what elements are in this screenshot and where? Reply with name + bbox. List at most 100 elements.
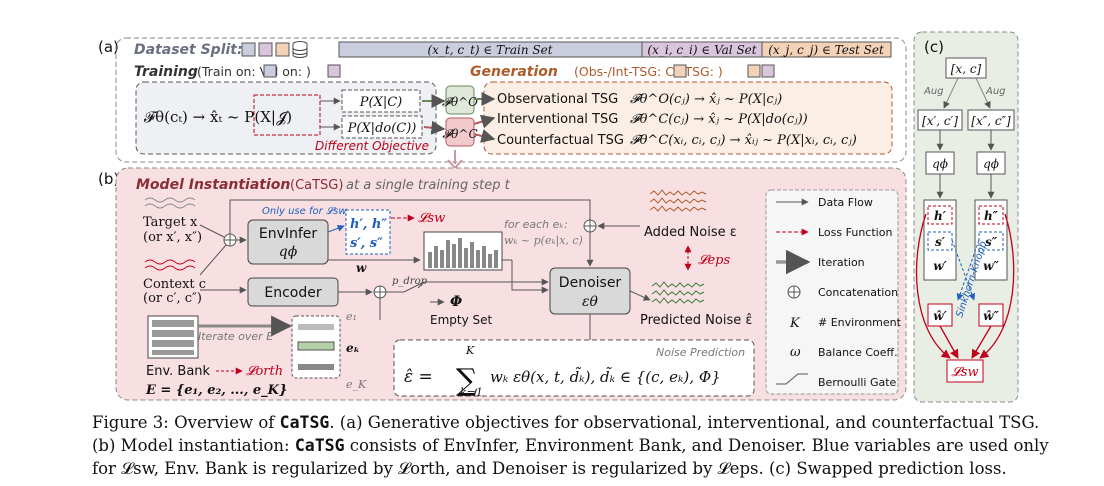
- envinfer-box: [247, 219, 329, 265]
- predicted-noise-waves: [651, 281, 705, 304]
- panel-c-label: (c): [924, 38, 944, 56]
- f-cf-label: 𝓕θ^C: [442, 127, 477, 141]
- objective-do: P(X|do(C)): [347, 121, 417, 136]
- train-swatch: [241, 42, 256, 57]
- test-set-label: (x_j, c_j) ∈ Test Set: [768, 43, 884, 57]
- f-cf-box: [445, 117, 475, 147]
- envinfer-label: EnvInfer: [259, 226, 318, 242]
- panel-a: (a) Dataset Split: (x_t, c_t) ∈ Train Se…: [98, 37, 907, 170]
- cf-swatch-2: [761, 64, 775, 78]
- val-set-label: (x_i, c_i) ∈ Val Set: [647, 43, 756, 57]
- cf-swatch-1: [747, 64, 761, 78]
- training-detail: (Train on: Val on: ): [197, 64, 311, 79]
- caption-model-1: CaTSG: [279, 413, 330, 432]
- phi-symbol: Φ: [450, 294, 462, 310]
- loss-eps: 𝓛eps: [698, 253, 730, 268]
- xc-box: [945, 57, 987, 79]
- counterfactual-eq: 𝓕θ^C(xᵢ, cᵢ, cⱼ) → x̂ᵢⱼ ~ P(X|xᵢ, cᵢ, cⱼ…: [630, 133, 857, 148]
- model-equation: 𝓕θ(cₜ) → x̂ₜ ~ P(X|𝓙): [144, 108, 292, 126]
- train-set-label: (x_t, c_t) ∈ Train Set: [427, 43, 552, 57]
- env-bank-label: Env. Bank: [146, 364, 211, 379]
- wh1-label: ŵ′: [933, 309, 947, 323]
- envinfer-q: qϕ: [279, 244, 298, 260]
- iterate-label: Iterate over E: [198, 330, 273, 343]
- generation-detail: (Obs-/Int-TSG: CF-TSG: ): [574, 64, 723, 79]
- eq-lhs: ε̂ =: [404, 367, 433, 387]
- empty-set: Empty Set: [430, 313, 493, 327]
- eK-label: e_K: [346, 378, 367, 391]
- s1-label: s′: [935, 235, 946, 249]
- noise-prediction-label: Noise Prediction: [656, 346, 745, 359]
- only-use-note: Only use for 𝓛sw: [262, 206, 347, 217]
- database-icon: [292, 41, 308, 58]
- test-swatch: [275, 42, 290, 57]
- model-name: (CaTSG): [290, 178, 343, 193]
- h2-label: h″: [984, 209, 999, 223]
- val-swatch: [258, 42, 273, 57]
- objective-cond-box: [341, 89, 421, 113]
- dataset-split-label: Dataset Split:: [134, 42, 243, 58]
- interventional-eq: 𝓕θ^C(cⱼ) → x̂ⱼ ~ P(X|do(cⱼ)): [630, 112, 808, 127]
- stack-right: [974, 199, 1008, 281]
- for-each-ek: for each eₖ:: [504, 218, 568, 231]
- blue-vars-box: [345, 209, 391, 255]
- caption-1a: Figure 3: Overview of: [92, 413, 280, 432]
- sum-bottom: k=1: [460, 386, 483, 399]
- concatenation-icon: [787, 285, 801, 299]
- legend-data-flow: Data Flow: [818, 196, 873, 209]
- predicted-noise-label: Predicted Noise ε̂: [640, 313, 752, 328]
- caption-line-2: (b) Model instantiation: CaTSG consists …: [92, 435, 1092, 457]
- legend-loss-function: Loss Function: [818, 226, 892, 239]
- caption-2a: (b) Model instantiation:: [92, 436, 295, 455]
- x1c1-label: [x′, c′]: [922, 114, 958, 128]
- context-alt: (or c′, c″): [143, 291, 202, 306]
- added-noise-label: Added Noise ε: [644, 225, 737, 240]
- f-obs-label: 𝓕θ^O: [442, 95, 478, 109]
- objective-do-box: [341, 115, 423, 139]
- caption-1b: . (a) Generative objectives for observat…: [329, 413, 1040, 432]
- s2-label: s″: [985, 235, 998, 249]
- caption-line-3: for 𝓛sw, Env. Bank is regularized by 𝓛or…: [92, 459, 1007, 478]
- loss-sw-b: 𝓛sw: [418, 211, 445, 226]
- connector-arrow: [447, 150, 463, 170]
- noise-prediction-box: [393, 339, 755, 397]
- sum-top: K: [465, 344, 475, 357]
- observational-tsg: Observational TSG: [497, 92, 618, 107]
- encoder-label: Encoder: [264, 285, 321, 301]
- observational-eq: 𝓕θ^O(cⱼ) → x̂ⱼ ~ P(X|cⱼ): [630, 92, 782, 107]
- loss-sw-c-box: [946, 359, 984, 383]
- legend-bernoulli: Bernoulli Gate: [818, 376, 897, 389]
- stack-left: [923, 199, 957, 281]
- loss-orth: 𝓛orth: [246, 364, 283, 379]
- w-label: w: [356, 261, 367, 275]
- q-right: qϕ: [983, 157, 999, 171]
- p-drop: p_drop: [392, 276, 428, 287]
- legend-iteration: Iteration: [818, 256, 865, 269]
- counterfactual-tsg: Counterfactual TSG: [497, 133, 624, 148]
- e1-label: e₁: [346, 310, 357, 323]
- panel-c: (c) [x, c] Aug Aug [x′, c′] [x″, c″] qϕ …: [913, 31, 1019, 403]
- caption-line-1: Figure 3: Overview of CaTSG. (a) Generat…: [92, 412, 1092, 434]
- legend-k-label: # Environment: [818, 316, 902, 329]
- sum-sign: ∑: [456, 363, 478, 398]
- caption-model-2: CaTSG: [294, 436, 345, 455]
- legend-omega-label: Balance Coeff.: [818, 346, 898, 359]
- title-suffix: at a single training step t: [346, 178, 511, 193]
- interventional-tsg: Interventional TSG: [497, 112, 618, 127]
- h-vars: h′, h″: [350, 217, 387, 232]
- legend-omega-symbol: ω: [790, 345, 801, 360]
- aug-left: Aug: [923, 86, 944, 97]
- context-label: Context c: [143, 277, 206, 292]
- panel-b: (b) Model Instantiation (CaTSG) at a sin…: [98, 167, 907, 401]
- caption-2b: consists of EnvInfer, Environment Bank, …: [344, 436, 1049, 455]
- added-noise-waves: [649, 189, 707, 212]
- context-waves: [144, 259, 196, 271]
- x2c2-label: [x″, c″]: [971, 114, 1011, 128]
- aug-right: Aug: [985, 86, 1006, 97]
- val-on-swatch: [327, 64, 341, 78]
- objective-cond: P(X|C): [359, 95, 402, 110]
- xc-label: [x, c]: [951, 62, 982, 76]
- ek-label: eₖ: [346, 341, 360, 355]
- test-set-bar: [761, 41, 892, 58]
- panel-a-frame: [115, 37, 907, 163]
